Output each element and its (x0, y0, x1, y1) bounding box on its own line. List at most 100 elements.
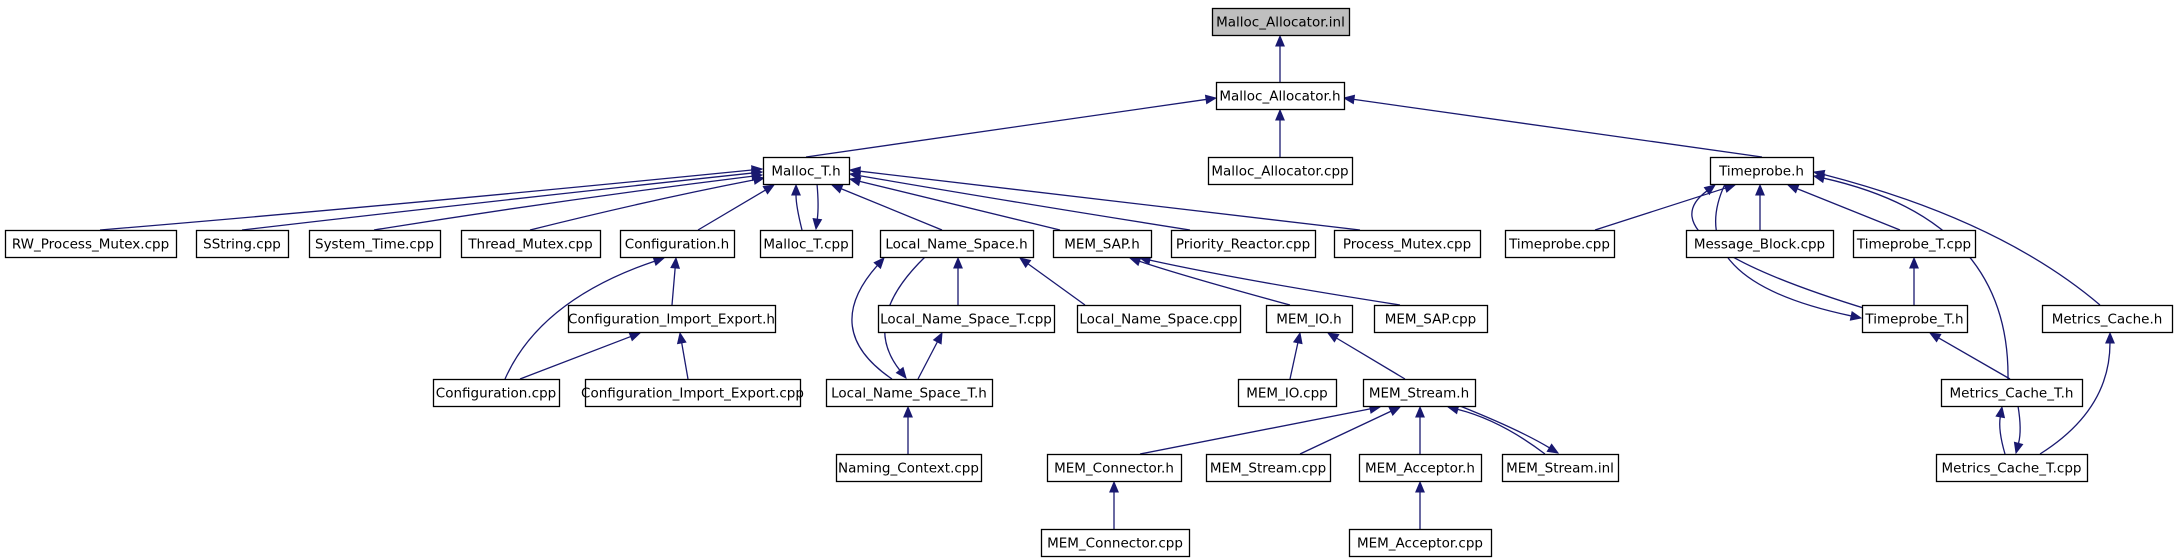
node-malloc-allocator-cpp[interactable]: Malloc_Allocator.cpp (1207, 156, 1354, 186)
edge-mem_acceptor_cpp-to-mem_acceptor_h (1415, 480, 1425, 529)
node-label: Priority_Reactor.cpp (1176, 237, 1310, 253)
node-malloc-allocator-inl[interactable]: Malloc_Allocator.inl (1211, 7, 1351, 37)
edge-thread_mutex_cpp-to-malloc_t_h (529, 175, 766, 231)
arrowhead-icon (830, 184, 844, 194)
node-label: Naming_Context.cpp (838, 461, 979, 477)
node-label: MEM_Acceptor.h (1365, 461, 1475, 477)
node-configuration-cpp[interactable]: Configuration.cpp (432, 378, 561, 408)
node-timeprobe-h[interactable]: Timeprobe.h (1709, 156, 1815, 186)
node-thread-mutex-cpp[interactable]: Thread_Mutex.cpp (460, 229, 602, 259)
node-timeprobe-t-h[interactable]: Timeprobe_T.h (1861, 304, 1969, 334)
arrowhead-icon (1786, 184, 1800, 194)
arrowhead-icon (628, 332, 642, 342)
edge-line (1289, 342, 1299, 380)
node-label: Configuration.cpp (436, 386, 556, 402)
node-label: MEM_Stream.h (1369, 386, 1469, 402)
arrowhead-icon (848, 166, 862, 177)
node-label: MEM_Connector.h (1054, 461, 1174, 477)
node-box (762, 156, 851, 186)
node-box (1207, 156, 1354, 186)
edge-malloc_t_cpp-to-malloc_t_h (791, 183, 803, 231)
node-mem-acceptor-h[interactable]: MEM_Acceptor.h (1358, 453, 1483, 483)
node-box (584, 378, 802, 408)
edge-line (1797, 188, 1901, 231)
node-configuration-h[interactable]: Configuration.h (619, 229, 736, 259)
node-local-name-space-t-h[interactable]: Local_Name_Space_T.h (825, 378, 994, 408)
node-mem-stream-h[interactable]: MEM_Stream.h (1362, 378, 1477, 408)
edge-line (504, 260, 655, 380)
node-mem-connector-cpp[interactable]: MEM_Connector.cpp (1040, 528, 1191, 558)
edge-line (2039, 342, 2111, 455)
arrowhead-icon (1275, 108, 1285, 121)
node-mem-sap-h[interactable]: MEM_SAP.h (1052, 229, 1153, 259)
arrowhead-icon (752, 175, 766, 185)
arrowhead-icon (1109, 480, 1119, 493)
node-metrics-cache-t-h[interactable]: Metrics_Cache_T.h (1940, 378, 2084, 408)
edge-configuration_import_export_h-to-configuration_h (670, 256, 681, 306)
node-label: Malloc_T.h (771, 164, 840, 180)
node-rw-process-mutex-cpp[interactable]: RW_Process_Mutex.cpp (4, 229, 178, 259)
node-label: MEM_Stream.cpp (1210, 461, 1326, 477)
node-naming-context-cpp[interactable]: Naming_Context.cpp (835, 453, 983, 483)
edge-mem_connector_h-to-mem_stream_h (1139, 404, 1382, 455)
edge-line (1149, 259, 1401, 306)
node-local-name-space-cpp[interactable]: Local_Name_Space.cpp (1076, 304, 1242, 334)
edge-line (241, 172, 753, 231)
edge-metrics_cache_t_h-to-metrics_cache_t_cpp (2013, 405, 2024, 455)
edge-mem_sap_cpp-to-mem_sap_h (1138, 255, 1401, 306)
node-mem-stream-inl[interactable]: MEM_Stream.inl (1501, 453, 1620, 483)
arrowhead-icon (1415, 405, 1425, 418)
node-box (1504, 229, 1616, 259)
edge-mem_stream_h-to-mem_stream_inl (1459, 405, 1560, 454)
node-configuration-import-export-h[interactable]: Configuration_Import_Export.h (567, 304, 777, 334)
edge-line (519, 335, 631, 380)
node-process-mutex-cpp[interactable]: Process_Mutex.cpp (1333, 229, 1482, 259)
node-malloc-t-h[interactable]: Malloc_T.h (762, 156, 851, 186)
edge-line (373, 175, 753, 231)
node-metrics-cache-t-cpp[interactable]: Metrics_Cache_T.cpp (1935, 453, 2089, 483)
node-box (1358, 453, 1483, 483)
edge-line (816, 183, 819, 220)
node-metrics-cache-h[interactable]: Metrics_Cache.h (2041, 304, 2174, 334)
node-label: SString.cpp (203, 237, 281, 253)
node-box (1935, 453, 2089, 483)
edge-metrics_cache_t_cpp-to-metrics_cache_t_h (1995, 405, 2006, 455)
node-system-time-cpp[interactable]: System_Time.cpp (308, 229, 442, 259)
node-label: MEM_IO.cpp (1246, 386, 1328, 402)
edge-mem_connector_cpp-to-mem_connector_h (1109, 480, 1119, 529)
node-box (1040, 528, 1191, 558)
node-mem-connector-h[interactable]: MEM_Connector.h (1046, 453, 1183, 483)
node-local-name-space-h[interactable]: Local_Name_Space.h (879, 229, 1035, 259)
edge-line (795, 194, 803, 231)
node-box (432, 378, 561, 408)
node-priority-reactor-cpp[interactable]: Priority_Reactor.cpp (1170, 229, 1317, 259)
node-configuration-import-export-cpp[interactable]: Configuration_Import_Export.cpp (581, 378, 804, 408)
edge-line (859, 170, 1361, 231)
node-malloc-t-cpp[interactable]: Malloc_T.cpp (759, 229, 854, 259)
edge-timeprobe_h-to-malloc_allocator_h (1342, 94, 1763, 158)
node-mem-acceptor-cpp[interactable]: MEM_Acceptor.cpp (1348, 528, 1493, 558)
edge-priority_reactor_cpp-to-malloc_t_h (848, 170, 1191, 231)
node-label: Metrics_Cache.h (2052, 312, 2163, 328)
edge-line (1459, 405, 1550, 449)
node-sstring-cpp[interactable]: SString.cpp (195, 229, 290, 259)
node-mem-io-cpp[interactable]: MEM_IO.cpp (1237, 378, 1338, 408)
node-malloc-allocator-h[interactable]: Malloc_Allocator.h (1215, 81, 1346, 111)
node-message-block-cpp[interactable]: Message_Block.cpp (1685, 229, 1835, 259)
node-timeprobe-cpp[interactable]: Timeprobe.cpp (1504, 229, 1616, 259)
node-box (879, 229, 1035, 259)
node-label: Configuration_Import_Export.h (568, 312, 775, 328)
edge-line (1715, 183, 1852, 317)
edge-configuration_h-to-malloc_t_h (697, 184, 776, 231)
edge-line (1353, 98, 1763, 158)
node-timeprobe-t-cpp[interactable]: Timeprobe_T.cpp (1852, 229, 1977, 259)
edge-line (859, 175, 1191, 231)
edge-process_mutex_cpp-to-malloc_t_h (848, 166, 1361, 231)
node-box (877, 304, 1056, 334)
edge-metrics_cache_h-to-timeprobe_h (1812, 169, 2101, 306)
node-mem-io-h[interactable]: MEM_IO.h (1265, 304, 1354, 334)
node-mem-stream-cpp[interactable]: MEM_Stream.cpp (1205, 453, 1332, 483)
node-local-name-space-t-cpp[interactable]: Local_Name_Space_T.cpp (877, 304, 1056, 334)
node-mem-sap-cpp[interactable]: MEM_SAP.cpp (1373, 304, 1489, 334)
